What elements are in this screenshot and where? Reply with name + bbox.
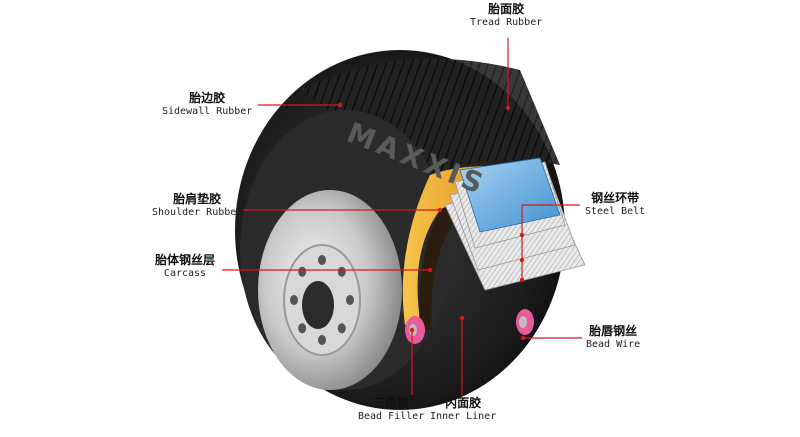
label-steel-belt: 钢丝环带 Steel Belt	[585, 191, 646, 217]
lug-nut	[298, 266, 307, 277]
label-bead-wire: 胎唇钢丝 Bead Wire	[586, 324, 641, 350]
lug-nut	[298, 323, 307, 334]
bead-wire-right	[519, 316, 527, 328]
cutaway-section	[402, 157, 586, 344]
carcass-layer	[402, 166, 545, 325]
lug-nut	[318, 255, 326, 265]
label-bead-filler: 三角胶 Bead Filler	[358, 396, 425, 422]
label-carcass: 胎体钢丝层 Carcass	[155, 253, 216, 279]
lug-nut	[346, 295, 354, 305]
label-shoulder-rubber: 胎肩垫胶 Shoulder Rubber	[152, 192, 243, 218]
lug-nut	[290, 295, 298, 305]
lug-nut	[318, 335, 326, 345]
label-inner-liner: 内面胶 Inner Liner	[430, 396, 497, 422]
rim	[258, 190, 402, 390]
label-tread-rubber: 胎面胶 Tread Rubber	[470, 2, 543, 28]
label-sidewall-rubber: 胎边胶 Sidewall Rubber	[162, 91, 253, 117]
lug-nut	[337, 266, 346, 277]
steel-belt-top	[459, 157, 561, 233]
leader-lines	[222, 38, 582, 395]
lug-nut	[337, 323, 346, 334]
